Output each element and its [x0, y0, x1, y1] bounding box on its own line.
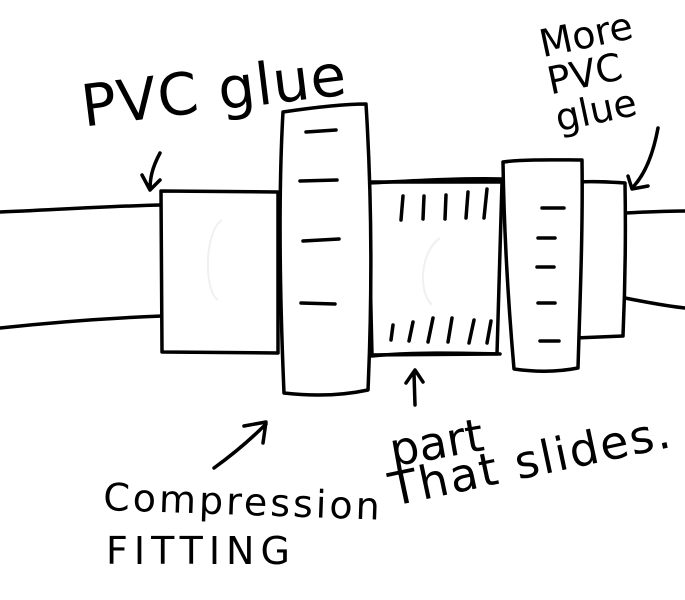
slide-tick-top-1	[399, 194, 405, 222]
part-that-slides-arrow	[404, 368, 425, 407]
slide-tick-top-4	[464, 190, 470, 220]
more-pvc-glue-arrow	[626, 126, 660, 191]
pvc-glue-arrow	[140, 151, 162, 192]
left-pipe-bottom-edge	[0, 314, 164, 330]
slide-tick-top-5	[482, 187, 489, 220]
slide-tick-bottom-3	[426, 316, 435, 344]
compression-fitting-label-line2: FITTING	[106, 529, 296, 573]
slide-tick-top-3	[443, 193, 448, 221]
slide-tick-bottom-4	[446, 316, 454, 344]
compression-nut	[278, 102, 373, 397]
compression-fitting-label-line1: Compression	[102, 475, 384, 529]
sliding-part-bottom-edge	[370, 351, 502, 358]
right-glued-sleeve	[573, 179, 628, 340]
sliding-part-body	[366, 180, 504, 357]
left-glued-sleeve	[159, 189, 280, 355]
nut-mark-2	[298, 178, 339, 183]
compression-fitting-arrow	[212, 420, 268, 470]
right-pipe-top-edge	[623, 209, 685, 215]
sleeve-faint-mark	[207, 219, 223, 301]
slide-tick-bottom-1	[389, 323, 395, 342]
left-pipe-top-edge	[0, 203, 164, 214]
right-pipe-bottom-edge	[623, 296, 685, 310]
slide-tick-bottom-6	[485, 319, 493, 345]
nut-mark-1	[304, 128, 338, 134]
nut-mark-3	[301, 237, 341, 243]
slide-tick-bottom-5	[467, 318, 476, 345]
sliding-part-top-edge	[366, 177, 504, 185]
sliding-faint-mark	[422, 237, 441, 306]
nut-mark-4	[299, 301, 337, 306]
slide-tick-bottom-2	[407, 320, 415, 343]
slide-tick-top-2	[421, 194, 426, 221]
